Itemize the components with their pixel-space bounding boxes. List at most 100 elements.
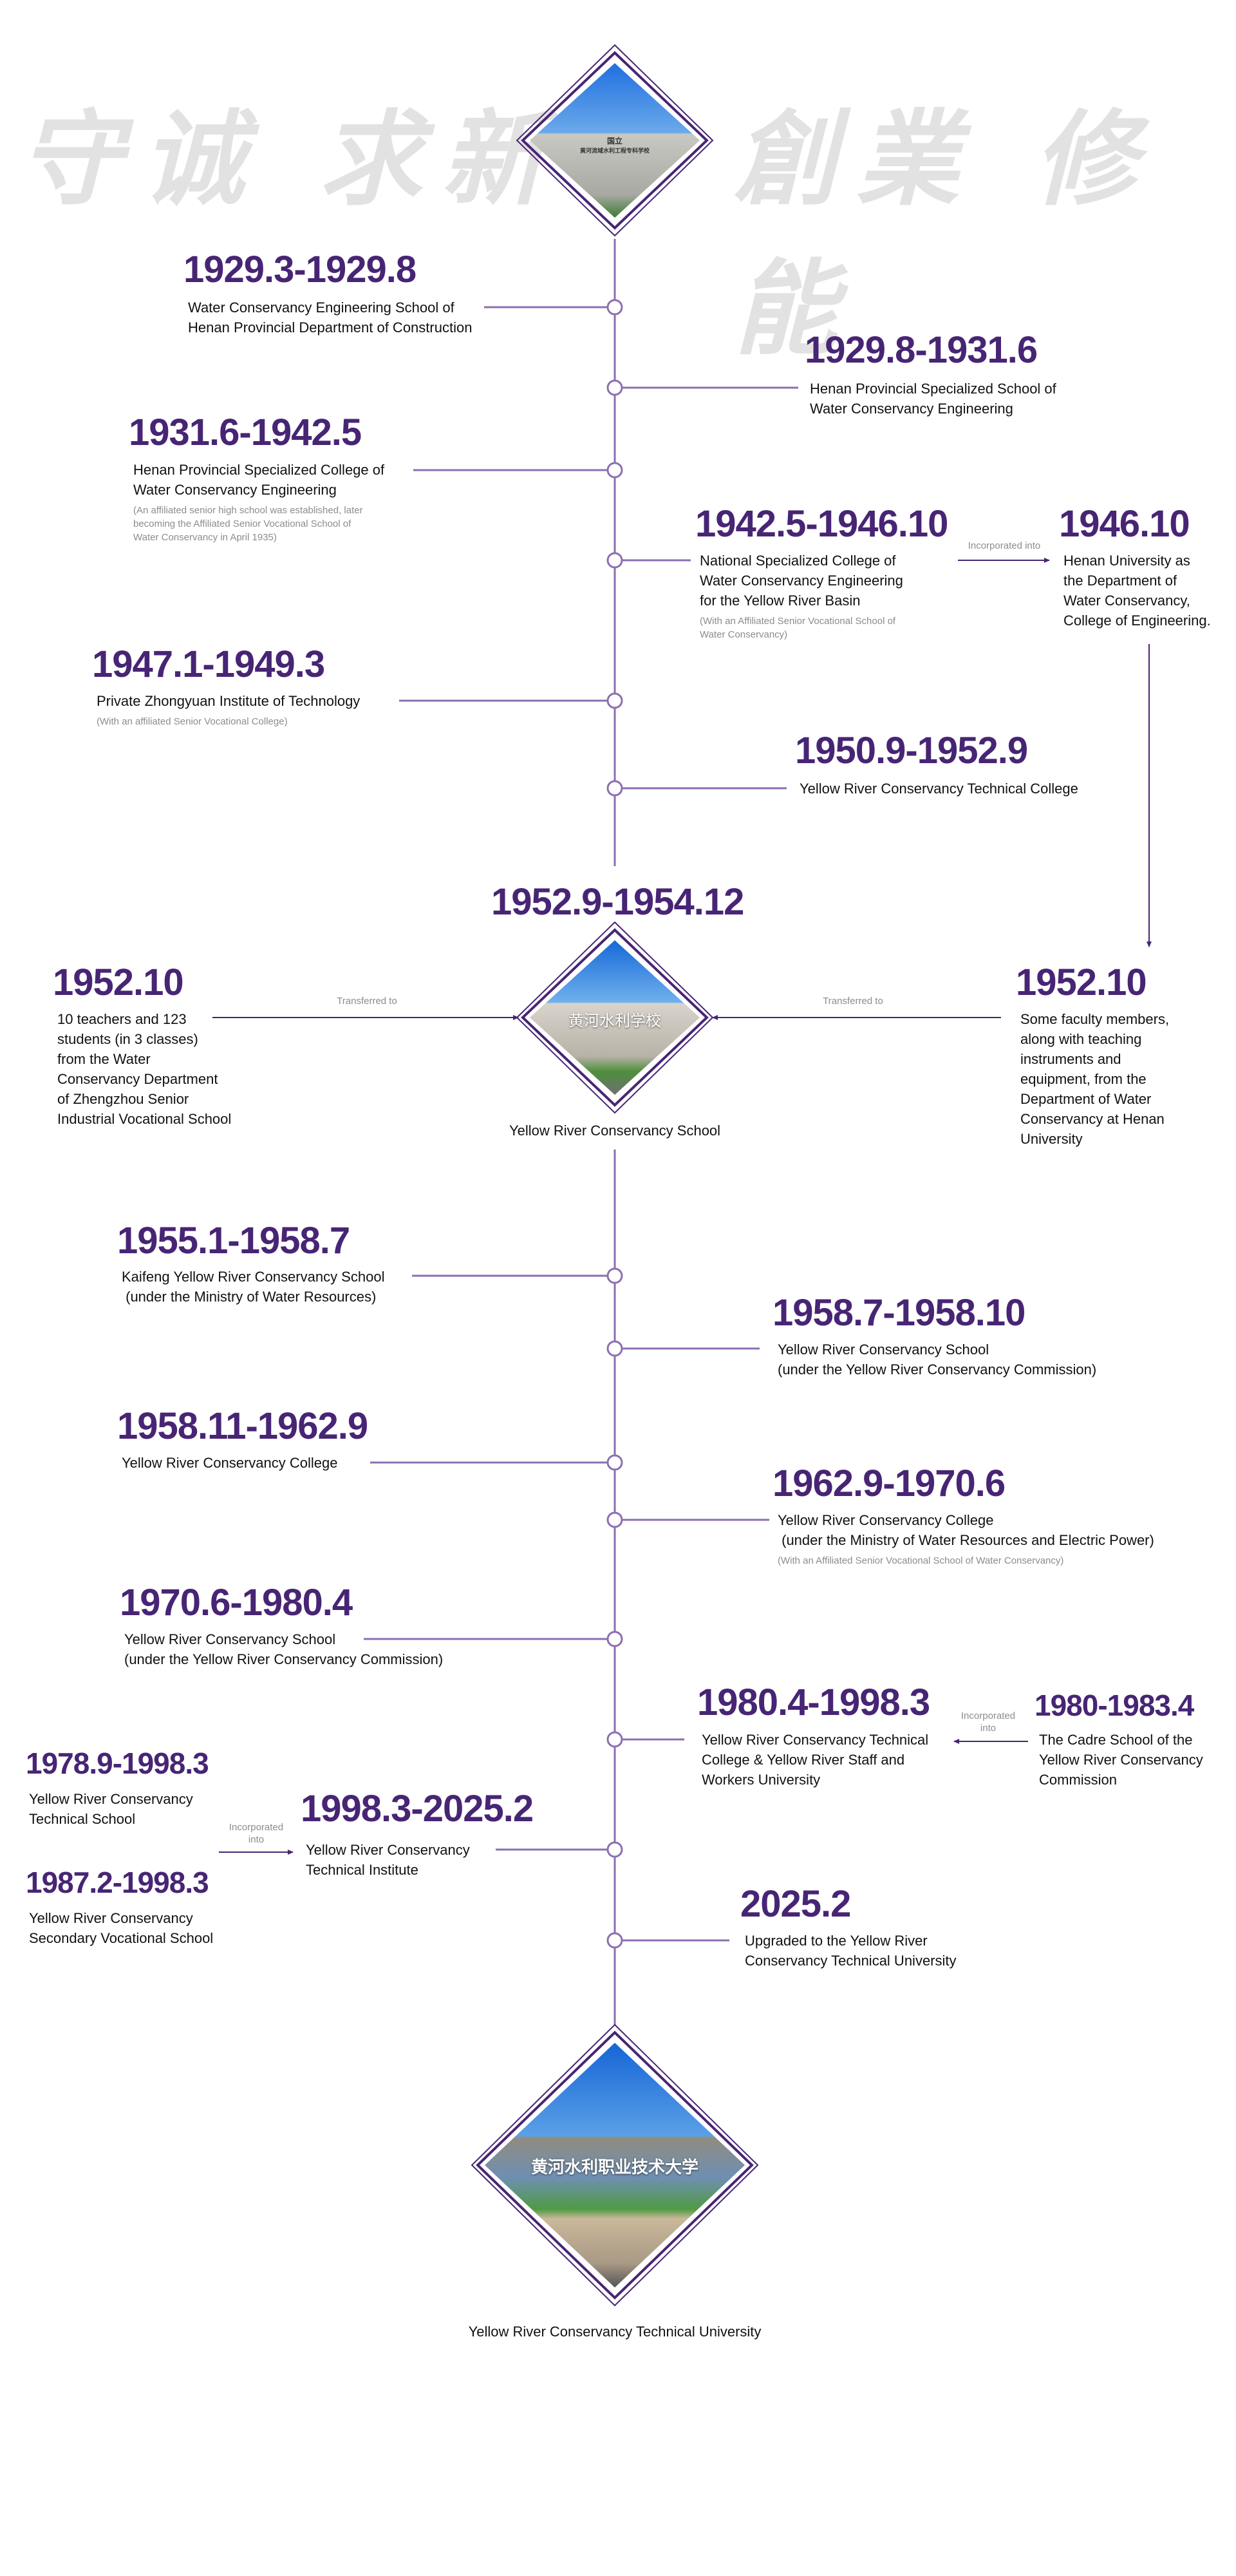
description-line: Water Conservancy Engineering [810,401,1013,417]
event-date: 1980.4-1998.3 [697,1681,930,1723]
event-description: Yellow River Conservancy School(under th… [778,1340,1096,1379]
description-line: Upgraded to the Yellow River [745,1933,928,1949]
description-line: Some faculty members, [1020,1011,1170,1027]
description-line: Conservancy Department [57,1071,218,1087]
description-line: College & Yellow River Staff and [702,1752,905,1768]
description-line: Yellow River Conservancy Technical Colle… [800,781,1078,797]
connector-incorporated-1980: Incorporated into [946,1710,1030,1734]
event-description: Yellow River Conservancy College [122,1453,337,1473]
event-date: 1978.9-1998.3 [26,1747,209,1780]
description-line: instruments and [1020,1051,1121,1067]
bottom-diamond-outer-frame [471,2023,759,2307]
event-date: 1950.9-1952.9 [795,730,1028,772]
timeline-node [606,462,623,478]
note-line: (With an Affiliated Senior Vocational Sc… [778,1555,1064,1566]
connector-line-2: into [980,1723,997,1734]
description-line: Yellow River Conservancy [29,1791,193,1807]
note-line: (With an Affiliated Senior Vocational Sc… [700,616,896,627]
note-line: becoming the Affiliated Senior Vocationa… [133,518,351,529]
description-line: Technical School [29,1811,136,1827]
top-diamond-inscription: 国立 黄河流域水利工程专科学校 [566,135,663,155]
event-date: 1987.2-1998.3 [26,1866,209,1899]
event-description: Yellow River Conservancy Technical Colle… [800,779,1078,799]
description-line: Henan Provincial Specialized College of [133,462,385,478]
description-line: Henan Provincial Department of Construct… [188,319,473,336]
note-line: (With an affiliated Senior Vocational Co… [97,716,288,727]
description-line: (under the Ministry of Water Resources) [122,1289,377,1305]
description-line: College of Engineering. [1063,612,1211,629]
event-note: (With an Affiliated Senior Vocational Sc… [700,614,895,641]
description-line: Conservancy at Henan [1020,1111,1165,1127]
inscription-line-2: 黄河流域水利工程专科学校 [579,148,650,155]
connector-line-1: Incorporated [229,1822,284,1833]
connector-incorporated-1998: Incorporated into [214,1821,298,1846]
description-line: Yellow River Conservancy Technical [702,1732,929,1748]
timeline-node [606,692,623,709]
description-line: Technical Institute [306,1862,418,1878]
timeline-node [606,1511,623,1528]
description-line: for the Yellow River Basin [700,592,861,609]
note-line: (An affiliated senior high school was es… [133,505,363,516]
description-line: Yellow River Conservancy College [122,1455,338,1471]
description-line: Private Zhongyuan Institute of Technolog… [97,693,360,709]
description-line: (under the Ministry of Water Resources a… [778,1532,1154,1548]
middle-date: 1952.9-1954.12 [491,881,744,923]
description-line: Yellow River Conservancy School [778,1341,989,1358]
description-line: Henan University as [1063,553,1190,569]
timeline-node [606,1631,623,1647]
description-line: of Zhengzhou Senior [57,1091,189,1107]
description-line: Henan Provincial Specialized School of [810,381,1056,397]
motto-right: 創業 修能 [734,99,1156,369]
motto-left: 守诚 求新 [19,99,564,220]
event-date: 1958.7-1958.10 [772,1292,1025,1334]
description-line: along with teaching [1020,1031,1142,1047]
description-line: University [1020,1131,1083,1147]
event-description: Yellow River Conservancy College (under … [778,1510,1154,1550]
middle-caption: Yellow River Conservancy School [509,1122,721,1139]
timeline-node [606,1267,623,1284]
timeline-node [606,1731,623,1748]
description-line: Industrial Vocational School [57,1111,232,1127]
timeline-node [606,299,623,316]
description-line: students (in 3 classes) [57,1031,198,1047]
description-line: The Cadre School of the [1039,1732,1193,1748]
event-date: 1970.6-1980.4 [120,1582,353,1624]
top-diamond-photo [530,63,700,218]
description-line: Yellow River Conservancy [1039,1752,1203,1768]
event-date: 1929.8-1931.6 [805,329,1038,371]
event-date: 1929.3-1929.8 [183,249,417,290]
description-line: from the Water [57,1051,151,1067]
description-line: Yellow River Conservancy College [778,1512,994,1528]
timeline-node [606,1841,623,1858]
timeline-node [606,552,623,569]
event-note: (With an affiliated Senior Vocational Co… [97,715,288,728]
event-date: 1958.11-1962.9 [117,1405,368,1447]
connector-incorporated-1946: Incorporated into [968,540,1041,551]
event-description: Kaifeng Yellow River Conservancy School … [122,1267,384,1307]
description-line: Water Conservancy, [1063,592,1190,609]
event-note: (With an Affiliated Senior Vocational Sc… [778,1554,1063,1567]
bottom-diamond-inner-frame [476,2031,754,2300]
event-date: 1962.9-1970.6 [772,1463,1006,1504]
timeline-node [606,780,623,797]
event-description: Henan Provincial Specialized College of W… [133,460,384,500]
event-date: 1942.5-1946.10 [695,503,948,545]
timeline-node [606,1340,623,1357]
top-diamond-outer-frame [516,44,714,237]
description-line: Water Conservancy Engineering [133,482,337,498]
event-date: 1955.1-1958.7 [117,1220,350,1262]
bottom-caption: Yellow River Conservancy Technical Unive… [468,2324,762,2340]
event-description: Yellow River Conservancy School(under th… [124,1629,443,1669]
description-line: Water Conservancy Engineering [700,573,903,589]
description-line: Secondary Vocational School [29,1930,214,1946]
description-line: equipment, from the [1020,1071,1147,1087]
event-description: Henan Provincial Specialized School of Wa… [810,379,1056,419]
